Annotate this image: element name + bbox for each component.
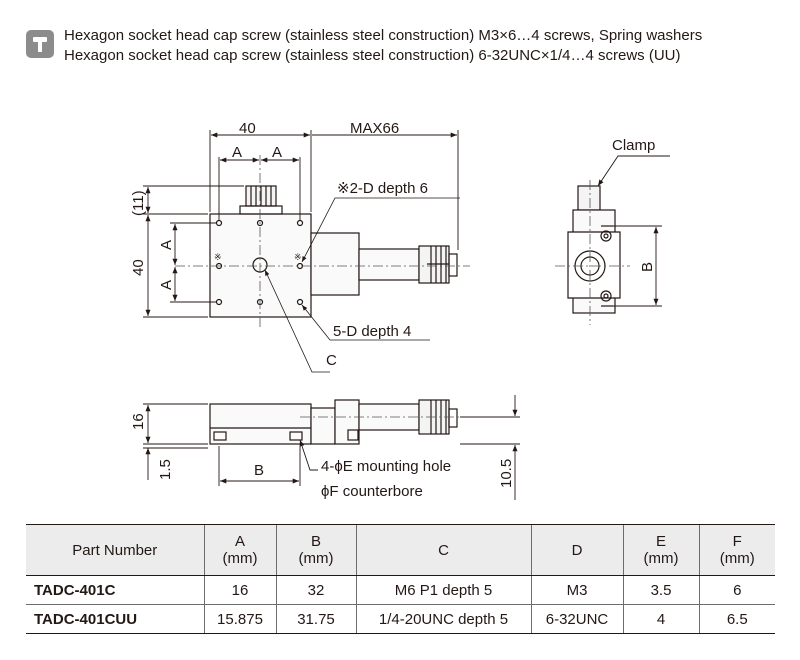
dim-a-lower: A	[158, 280, 175, 290]
dim-1-5: 1.5	[157, 459, 174, 480]
header-part-number: Part Number	[26, 524, 204, 576]
callout-counterbore: ϕF counterbore	[321, 483, 423, 500]
side-view-dimensions	[143, 395, 520, 500]
callout-c: C	[326, 352, 337, 369]
note-line-2: Hexagon socket head cap screw (stainless…	[64, 47, 681, 64]
callout-5d-depth: 5-D depth 4	[333, 323, 411, 340]
cell-e: 4	[622, 604, 699, 634]
cell-f: 6	[698, 575, 775, 605]
header-d: D	[530, 524, 623, 576]
screw-icon	[26, 30, 54, 58]
top-view	[209, 185, 458, 318]
side-view	[209, 399, 458, 445]
end-view-center-lines	[555, 180, 630, 325]
center-lines	[175, 155, 470, 330]
spec-table: Part Number A(mm) B(mm) C D E(mm) F(mm) …	[26, 524, 775, 634]
callout-2d-depth: ※2-D depth 6	[337, 180, 428, 197]
cell-c: M6 P1 depth 5	[355, 575, 531, 605]
cell-d: M3	[530, 575, 623, 605]
cell-d: 6-32UNC	[530, 604, 623, 634]
end-view	[567, 185, 621, 314]
header-e: E(mm)	[622, 524, 699, 576]
cell-b: 32	[275, 575, 356, 605]
note-line-1: Hexagon socket head cap screw (stainless…	[64, 27, 703, 44]
cell-part-number: TADC-401CUU	[26, 604, 204, 634]
cell-a: 15.875	[203, 604, 276, 634]
dim-10-5: 10.5	[498, 459, 515, 488]
table-row: TADC-401C 16 32 M6 P1 depth 5 M3 3.5 6	[26, 575, 775, 605]
dim-40-side: 40	[130, 259, 147, 276]
callout-mounting-hole: 4-ϕE mounting hole	[321, 458, 451, 475]
cell-part-number: TADC-401C	[26, 575, 204, 605]
cell-e: 3.5	[622, 575, 699, 605]
asterisk-mark-right: ※	[294, 252, 302, 262]
table-row: TADC-401CUU 15.875 31.75 1/4-20UNC depth…	[26, 604, 775, 634]
top-view-dimensions	[143, 130, 459, 318]
table-header-row: Part Number A(mm) B(mm) C D E(mm) F(mm)	[26, 524, 775, 576]
callout-leaders	[264, 197, 460, 373]
technical-drawing: 40 MAX66 A A (11) 40 A A ※ ※ ※2-D depth …	[130, 120, 670, 500]
cell-f: 6.5	[698, 604, 775, 634]
dim-a-right: A	[272, 144, 282, 161]
dim-11: (11)	[130, 190, 147, 216]
dim-40-top: 40	[239, 120, 256, 137]
dim-a-left: A	[232, 144, 242, 161]
dim-max66: MAX66	[350, 120, 399, 137]
clamp-label: Clamp	[612, 137, 655, 154]
dim-b-side: B	[254, 462, 264, 479]
header-a: A(mm)	[203, 524, 276, 576]
header-c: C	[355, 524, 531, 576]
end-view-dimensions	[597, 155, 670, 307]
dim-16: 16	[130, 413, 147, 430]
dim-a-upper: A	[158, 240, 175, 250]
cell-b: 31.75	[275, 604, 356, 634]
header-b: B(mm)	[275, 524, 356, 576]
asterisk-mark-left: ※	[214, 252, 222, 262]
dim-b-end: B	[639, 262, 656, 272]
header-f: F(mm)	[698, 524, 775, 576]
cell-a: 16	[203, 575, 276, 605]
cell-c: 1/4-20UNC depth 5	[355, 604, 531, 634]
